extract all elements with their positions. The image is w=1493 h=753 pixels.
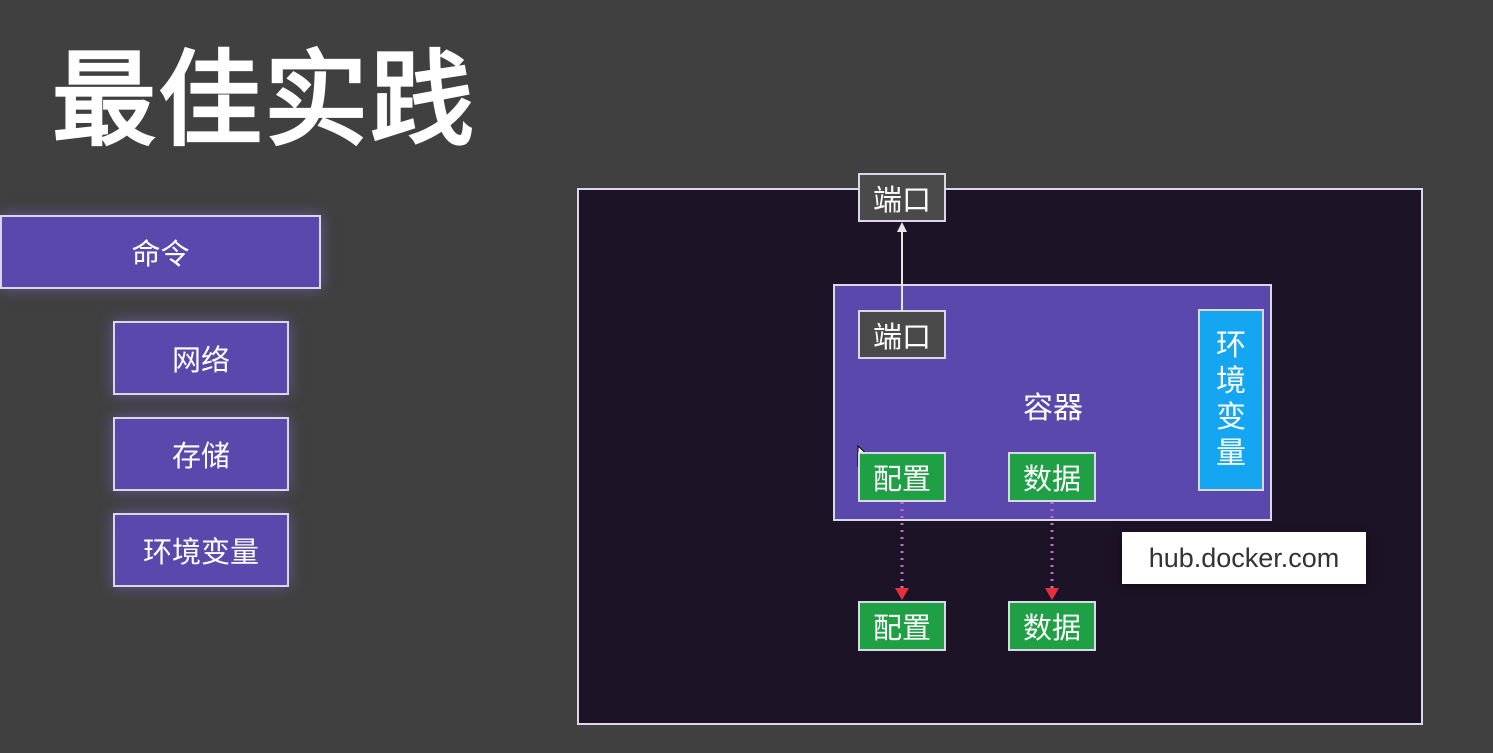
host-config-label: 配置 (872, 611, 931, 645)
container-config-label: 配置 (872, 462, 931, 496)
container-label: 容器 (1023, 391, 1083, 426)
env-vars-box: 环 境 变 量 (1198, 309, 1264, 491)
hub-docker-label: hub.docker.com (1122, 532, 1366, 584)
container-data-label: 数据 (1022, 462, 1081, 496)
network-button[interactable]: 网络 (113, 321, 289, 395)
env-vars-char: 境 (1216, 364, 1246, 399)
host-port-box: 端口 (858, 173, 946, 222)
env-vars-char: 量 (1216, 436, 1246, 471)
command-button[interactable]: 命令 (0, 215, 321, 289)
env-vars-char: 环 (1216, 328, 1246, 363)
container-config-box: 配置 (858, 452, 946, 502)
env-vars-button[interactable]: 环境变量 (113, 513, 289, 587)
host-data-box: 数据 (1008, 601, 1096, 651)
host-port-label: 端口 (872, 182, 931, 217)
page-title: 最佳实践 (52, 39, 477, 161)
container-port-box: 端口 (858, 310, 946, 359)
storage-button[interactable]: 存储 (113, 417, 289, 491)
env-vars-char: 变 (1216, 400, 1246, 435)
network-label: 网络 (171, 343, 230, 377)
command-label: 命令 (131, 237, 190, 271)
host-config-box: 配置 (858, 601, 946, 651)
container-port-label: 端口 (872, 319, 931, 354)
env-vars-label: 环境变量 (142, 535, 259, 569)
host-data-label: 数据 (1022, 611, 1081, 645)
container-data-box: 数据 (1008, 452, 1096, 502)
storage-label: 存储 (171, 439, 230, 473)
